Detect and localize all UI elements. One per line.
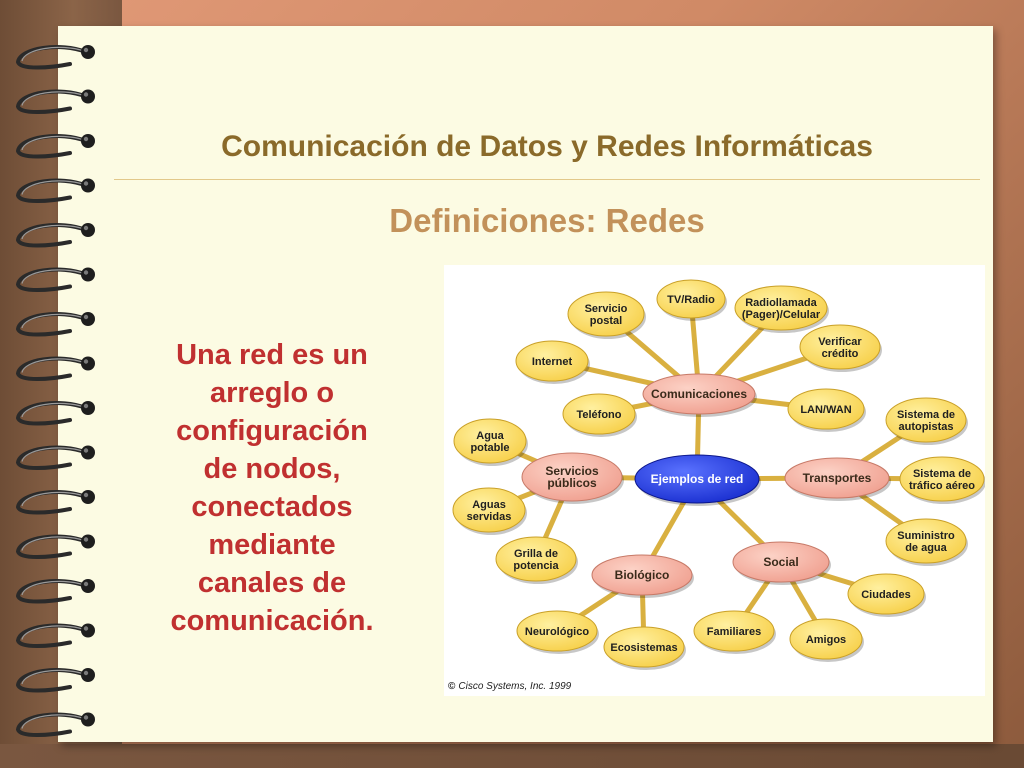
node-label: Internet bbox=[532, 356, 573, 368]
node-amigos: Amigos bbox=[789, 618, 864, 662]
node-label: tráfico aéreo bbox=[909, 480, 975, 492]
node-label: LAN/WAN bbox=[800, 404, 851, 416]
slide-title: Comunicación de Datos y Redes Informátic… bbox=[221, 130, 873, 163]
node-label: Verificar bbox=[818, 336, 862, 348]
network-definition: Una red es un arreglo o configuración de no… bbox=[132, 336, 412, 640]
node-label: Comunicaciones bbox=[651, 387, 747, 401]
binding-ring bbox=[15, 401, 95, 426]
node-social: Social bbox=[732, 541, 831, 585]
node-familiares: Familiares bbox=[693, 610, 776, 654]
node-label: potencia bbox=[513, 560, 559, 572]
node-lan-wan: LAN/WAN bbox=[787, 388, 866, 432]
node-label: Transportes bbox=[803, 471, 872, 485]
node-label: postal bbox=[590, 315, 622, 327]
node-label: (Pager)/Celular bbox=[742, 309, 821, 321]
node-label: Neurológico bbox=[525, 626, 589, 638]
node-label: Ecosistemas bbox=[610, 642, 677, 654]
binding-ring bbox=[15, 312, 95, 337]
node-label: públicos bbox=[547, 476, 597, 490]
diagram-copyright: ©Cisco Systems, Inc. 1999 bbox=[448, 681, 571, 692]
definition-line: Una red es un bbox=[176, 339, 368, 371]
binding-ring bbox=[15, 534, 95, 559]
node-transportes: Transportes bbox=[784, 457, 891, 501]
node-label: Familiares bbox=[707, 626, 761, 638]
binding-ring bbox=[15, 579, 95, 604]
node-internet: Internet bbox=[515, 340, 590, 384]
node-label: Amigos bbox=[806, 634, 846, 646]
binding-ring bbox=[15, 89, 95, 114]
node-label: de agua bbox=[905, 542, 947, 554]
node-label: Social bbox=[763, 555, 798, 569]
definition-line: mediante bbox=[208, 529, 336, 561]
binding-ring bbox=[15, 623, 95, 648]
node-biologico: Biológico bbox=[591, 554, 694, 598]
title-divider bbox=[114, 179, 980, 180]
node-tv-radio: TV/Radio bbox=[656, 279, 727, 321]
node-telefono: Teléfono bbox=[562, 393, 637, 437]
node-label: Servicio bbox=[585, 303, 628, 315]
binding-ring bbox=[15, 45, 95, 70]
node-label: Ciudades bbox=[861, 589, 911, 601]
node-label: Radiollamada bbox=[745, 297, 817, 309]
copyright-text: Cisco Systems, Inc. 1999 bbox=[458, 681, 572, 692]
definition-line: comunicación. bbox=[170, 605, 374, 637]
node-center: Ejemplos de red bbox=[634, 454, 761, 506]
binding-ring bbox=[15, 668, 95, 693]
node-comunicaciones: Comunicaciones bbox=[642, 373, 757, 417]
node-ciudades: Ciudades bbox=[847, 573, 926, 617]
node-label: crédito bbox=[822, 348, 859, 360]
node-label: Grilla de bbox=[514, 548, 558, 560]
node-label: Sistema de bbox=[897, 409, 955, 421]
definition-line: canales de bbox=[197, 567, 347, 599]
definition-line: arreglo o bbox=[209, 377, 335, 409]
node-label: Sistema de bbox=[913, 468, 971, 480]
definition-line: configuración bbox=[176, 415, 368, 447]
spiral-binding bbox=[15, 45, 95, 737]
node-label: autopistas bbox=[898, 421, 953, 433]
binding-ring bbox=[15, 712, 95, 737]
binding-ring bbox=[15, 490, 95, 515]
copyright-icon: © bbox=[448, 681, 456, 692]
definition-line: de nodos, bbox=[203, 453, 341, 485]
binding-ring bbox=[15, 178, 95, 203]
binding-ring bbox=[15, 445, 95, 470]
binding-ring bbox=[15, 356, 95, 381]
binding-ring bbox=[15, 267, 95, 292]
node-label: Suministro bbox=[897, 530, 955, 542]
node-neurologico: Neurológico bbox=[516, 610, 599, 654]
node-label: Agua bbox=[476, 430, 504, 442]
node-label: Ejemplos de red bbox=[651, 472, 744, 486]
node-label: Servicios bbox=[545, 464, 599, 478]
node-label: Aguas bbox=[472, 499, 506, 511]
node-ecosistemas: Ecosistemas bbox=[603, 626, 686, 670]
slide-subtitle: Definiciones: Redes bbox=[389, 202, 705, 239]
definition-line: conectados bbox=[191, 491, 353, 523]
notebook-bottom-edge bbox=[0, 744, 1024, 768]
binding-ring bbox=[15, 134, 95, 159]
binding-ring bbox=[15, 223, 95, 248]
node-radiollamada: Radiollamada(Pager)/Celular bbox=[734, 285, 829, 333]
node-label: Biológico bbox=[615, 568, 670, 582]
node-label: Teléfono bbox=[576, 409, 621, 421]
node-label: TV/Radio bbox=[667, 294, 715, 306]
node-label: servidas bbox=[467, 511, 512, 523]
node-label: potable bbox=[470, 442, 509, 454]
